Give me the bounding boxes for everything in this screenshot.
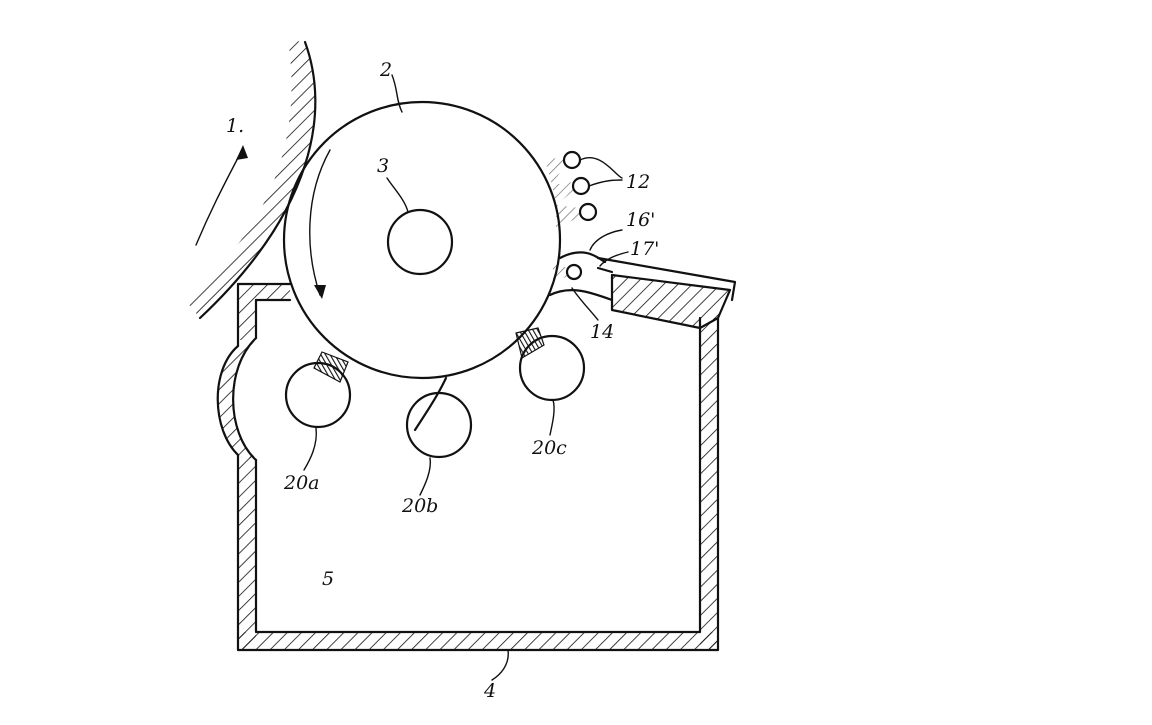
- nozzles-12: [545, 150, 623, 228]
- roller-1: [185, 40, 317, 320]
- roller-20a: [284, 351, 352, 429]
- nozzle-17: [548, 251, 614, 302]
- leader-lines: [303, 74, 629, 681]
- label-roller-20c: 20c: [531, 437, 567, 459]
- label-bracket-16: 16': [626, 209, 655, 231]
- label-drum-2: 2: [379, 59, 392, 81]
- label-roller-1: 1.: [226, 115, 244, 137]
- drum-2: [282, 100, 562, 380]
- label-roller-20a: 20a: [283, 472, 320, 494]
- rotation-arrow-2: [309, 149, 331, 299]
- roller-20c: [515, 327, 586, 402]
- label-roller-20b: 20b: [401, 495, 438, 517]
- rotation-arrow-1: [195, 145, 248, 246]
- label-chamber-5: 5: [322, 568, 334, 590]
- label-blade-14: 14: [590, 321, 614, 343]
- label-nozzles-12: 12: [626, 171, 650, 193]
- label-nozzle-17: 17': [630, 238, 659, 260]
- housing-4: [216, 282, 720, 652]
- label-housing-4: 4: [483, 680, 496, 702]
- label-shaft-3: 3: [377, 155, 389, 177]
- blade-holder: [596, 256, 737, 330]
- roller-20b: [405, 376, 473, 459]
- shaft-3: [386, 208, 454, 276]
